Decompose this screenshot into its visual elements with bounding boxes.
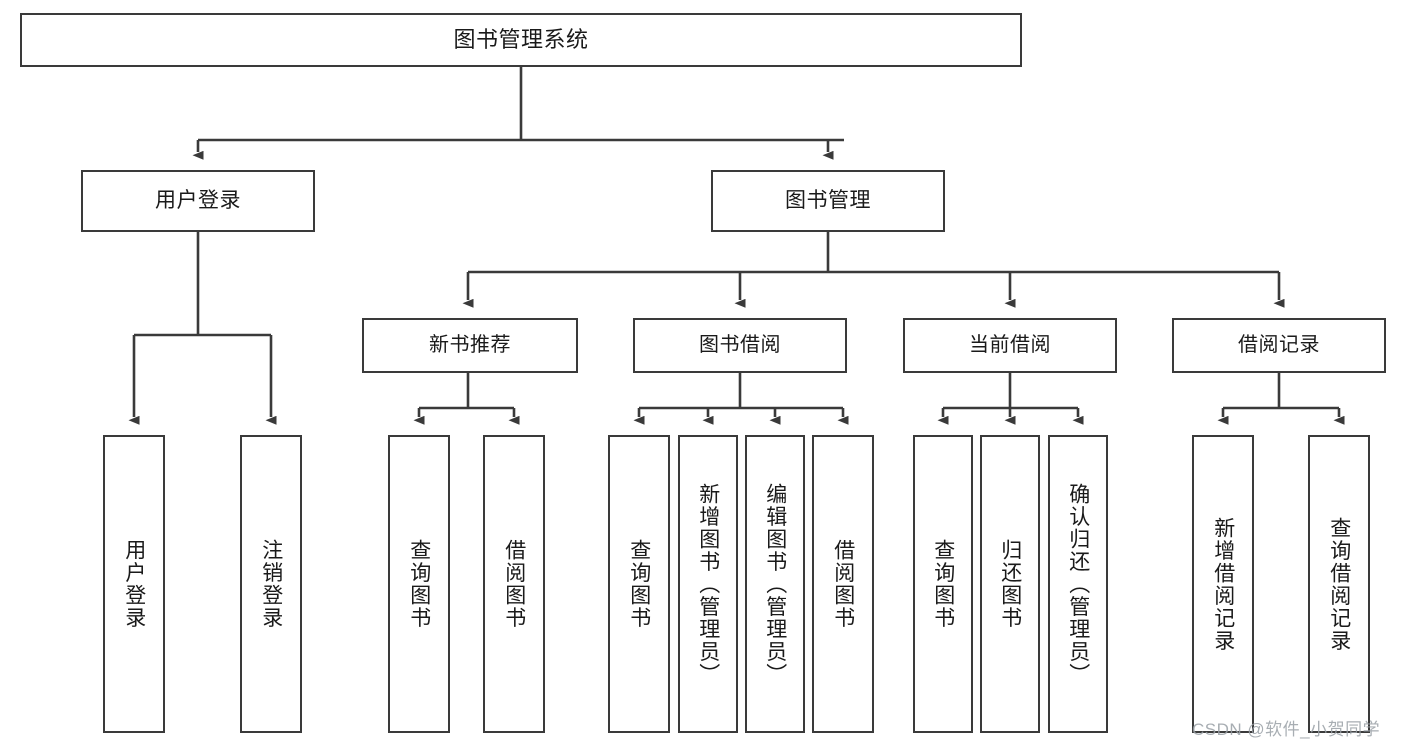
node-label: 借阅图书 bbox=[502, 539, 526, 629]
node-label: 查询图书 bbox=[407, 539, 431, 629]
node-label: 编辑图书（管理员） bbox=[763, 482, 787, 686]
leaf-borrow-book[interactable]: 借阅图书 bbox=[812, 435, 874, 733]
node-label: 新增图书（管理员） bbox=[696, 482, 720, 686]
leaf-add-borrow-record[interactable]: 新增借阅记录 bbox=[1192, 435, 1254, 733]
node-label: 查询图书 bbox=[627, 539, 651, 629]
node-label: 图书管理 bbox=[785, 188, 871, 212]
leaf-query-book-current[interactable]: 查询图书 bbox=[913, 435, 973, 733]
watermark-text: CSDN @软件_小贺同学 bbox=[1192, 720, 1381, 739]
node-new-book-recommend[interactable]: 新书推荐 bbox=[362, 318, 578, 373]
node-label: 查询图书 bbox=[931, 539, 955, 629]
leaf-return-book[interactable]: 归还图书 bbox=[980, 435, 1040, 733]
leaf-edit-book-admin[interactable]: 编辑图书（管理员） bbox=[745, 435, 805, 733]
node-label: 用户登录 bbox=[155, 188, 241, 212]
node-book-management[interactable]: 图书管理 bbox=[711, 170, 945, 232]
leaf-query-book-borrow[interactable]: 查询图书 bbox=[608, 435, 670, 733]
leaf-query-borrow-record[interactable]: 查询借阅记录 bbox=[1308, 435, 1370, 733]
leaf-confirm-return-admin[interactable]: 确认归还（管理员） bbox=[1048, 435, 1108, 733]
node-label: 归还图书 bbox=[998, 539, 1022, 629]
node-label: 借阅图书 bbox=[831, 539, 855, 629]
leaf-borrow-book-recommend[interactable]: 借阅图书 bbox=[483, 435, 545, 733]
leaf-user-logout[interactable]: 注销登录 bbox=[240, 435, 302, 733]
node-label: 借阅记录 bbox=[1238, 333, 1320, 356]
node-user-login[interactable]: 用户登录 bbox=[81, 170, 315, 232]
node-label: 当前借阅 bbox=[969, 333, 1051, 356]
node-label: 注销登录 bbox=[259, 539, 283, 629]
node-label: 确认归还（管理员） bbox=[1066, 482, 1090, 686]
node-label: 查询借阅记录 bbox=[1327, 516, 1351, 652]
node-label: 图书管理系统 bbox=[453, 27, 589, 53]
node-label: 用户登录 bbox=[122, 539, 146, 629]
leaf-user-login[interactable]: 用户登录 bbox=[103, 435, 165, 733]
node-book-management-system[interactable]: 图书管理系统 bbox=[20, 13, 1022, 67]
node-book-borrow[interactable]: 图书借阅 bbox=[633, 318, 847, 373]
leaf-add-book-admin[interactable]: 新增图书（管理员） bbox=[678, 435, 738, 733]
node-current-borrow[interactable]: 当前借阅 bbox=[903, 318, 1117, 373]
node-label: 新书推荐 bbox=[429, 333, 511, 356]
leaf-query-book-recommend[interactable]: 查询图书 bbox=[388, 435, 450, 733]
node-label: 图书借阅 bbox=[699, 333, 781, 356]
node-borrow-record[interactable]: 借阅记录 bbox=[1172, 318, 1386, 373]
node-label: 新增借阅记录 bbox=[1211, 516, 1235, 652]
